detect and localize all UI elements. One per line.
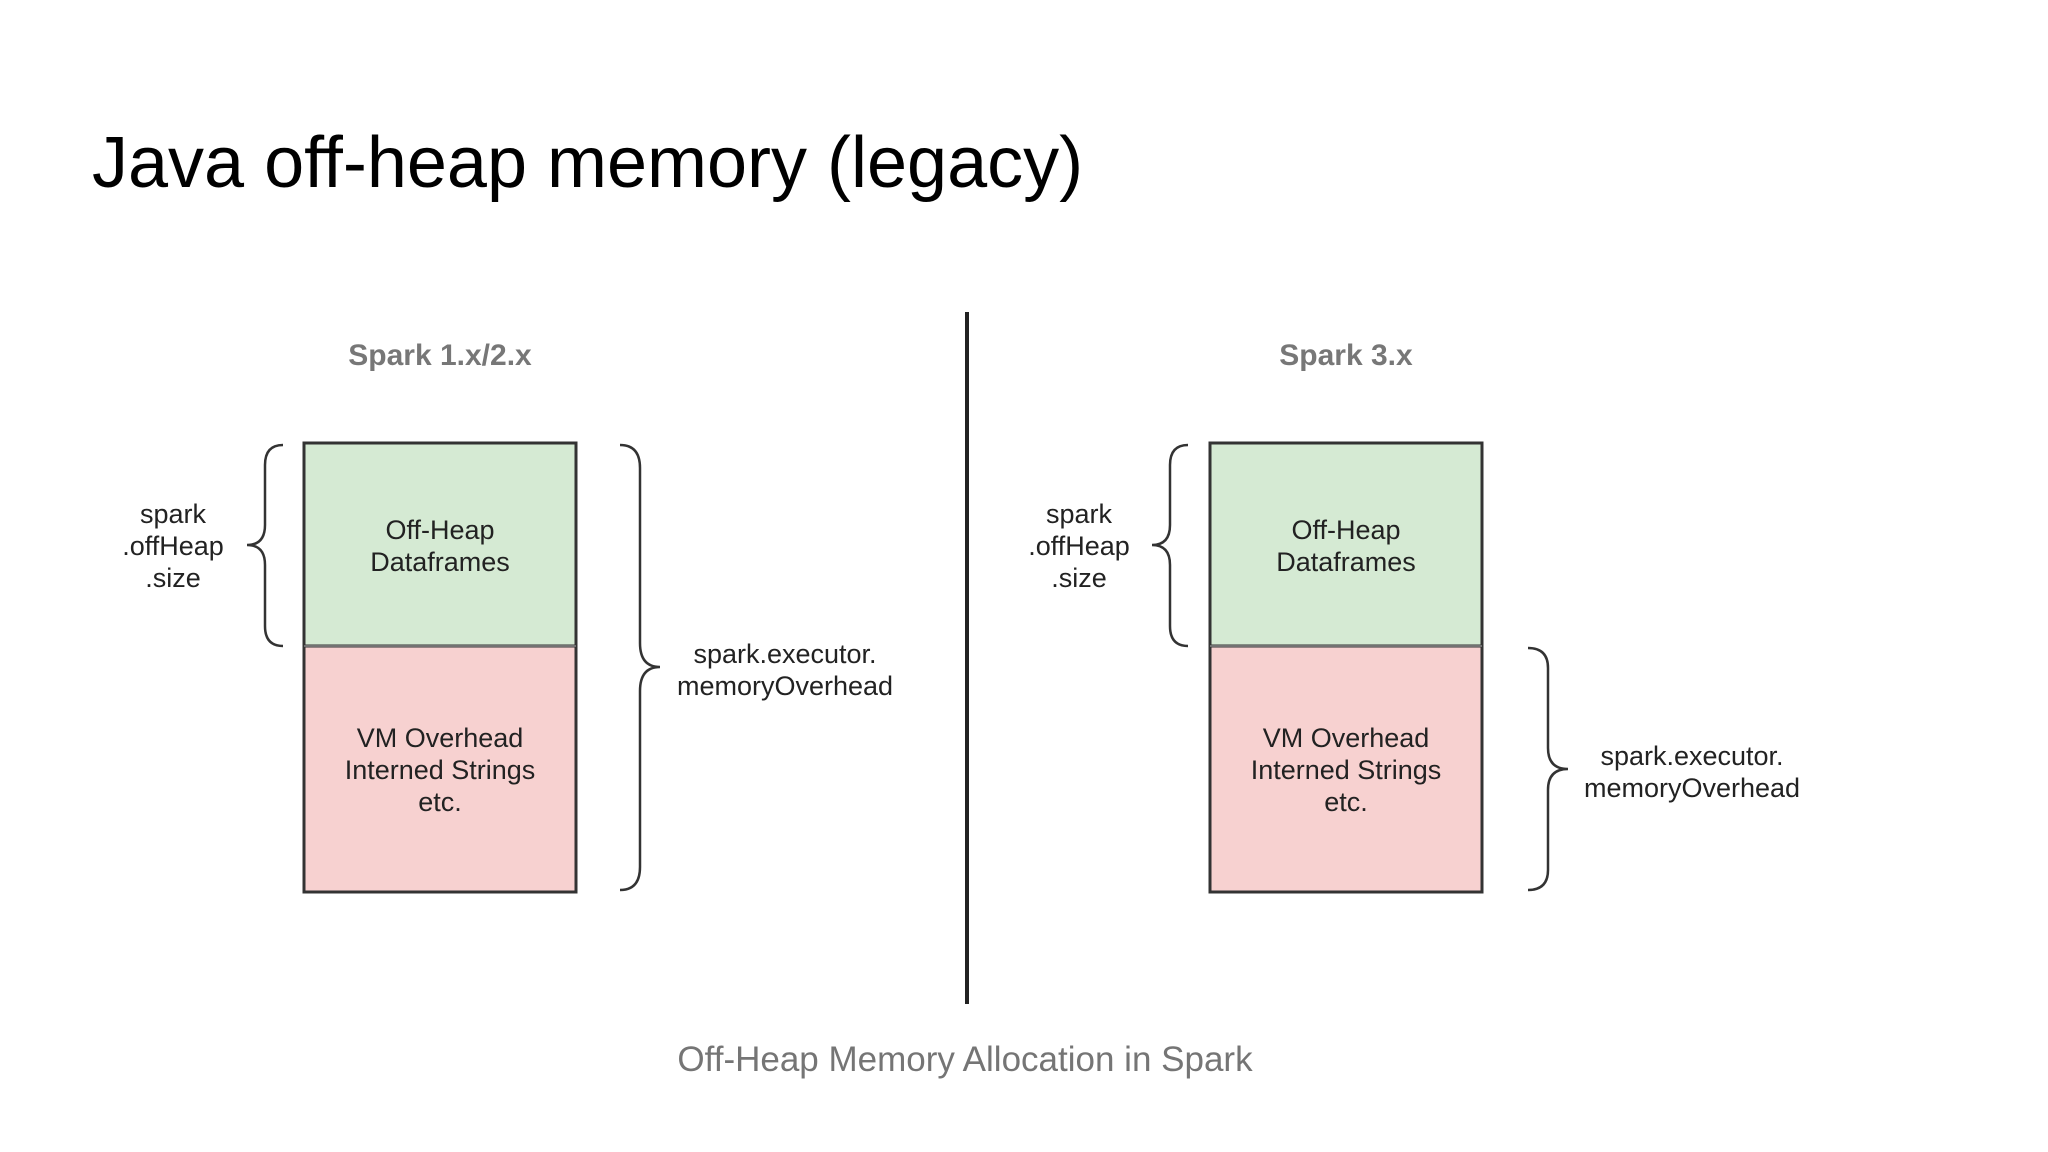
panel2-right-line-1: spark.executor. <box>1600 741 1784 771</box>
panel1-overhead-line-3: etc. <box>418 787 462 817</box>
panel1-left-line-1: spark <box>139 499 207 529</box>
panel2-left-brace <box>1151 443 1189 648</box>
slide-title: Java off-heap memory (legacy) <box>92 123 1084 203</box>
panel1-left-line-3: .size <box>145 563 201 593</box>
panel1-offheap-size-label: spark .offHeap .size <box>100 498 246 594</box>
panel1-overhead-line-1: VM Overhead <box>356 723 524 753</box>
panel2-memory-overhead-label: spark.executor. memoryOverhead <box>1572 740 1812 804</box>
panel2-offheap-line-1: Off-Heap <box>1291 515 1401 545</box>
panel2-overhead-line-1: VM Overhead <box>1262 723 1430 753</box>
panel2-overhead-label: VM Overhead Interned Strings etc. <box>1210 722 1482 818</box>
panel2-left-line-3: .size <box>1051 563 1107 593</box>
panel1-right-line-1: spark.executor. <box>693 639 877 669</box>
panel1-offheap-line-2: Dataframes <box>370 547 510 577</box>
panel1-offheap-box <box>302 441 578 648</box>
panel2-offheap-box <box>1208 441 1484 648</box>
diagram-caption: Off-Heap Memory Allocation in Spark <box>677 1040 1253 1079</box>
panel2-offheap-size-label: spark .offHeap .size <box>1006 498 1152 594</box>
panel2-left-line-2: .offHeap <box>1028 531 1130 561</box>
panel2-overhead-box <box>1208 644 1484 894</box>
panel1-right-line-2: memoryOverhead <box>676 671 894 701</box>
panel1-offheap-line-1: Off-Heap <box>385 515 495 545</box>
panel1-overhead-label: VM Overhead Interned Strings etc. <box>304 722 576 818</box>
panel2-left-line-1: spark <box>1045 499 1113 529</box>
panel2-title: Spark 3.x <box>1279 339 1413 372</box>
panel2-right-line-2: memoryOverhead <box>1583 773 1801 803</box>
panel2-offheap-label: Off-Heap Dataframes <box>1210 514 1482 578</box>
panel2-overhead-line-2: Interned Strings <box>1250 755 1442 785</box>
panel1-left-brace <box>246 443 284 648</box>
panel2-offheap-line-2: Dataframes <box>1276 547 1416 577</box>
panel1-memory-overhead-label: spark.executor. memoryOverhead <box>665 638 905 702</box>
panel1-title: Spark 1.x/2.x <box>348 339 532 372</box>
panel1-left-line-2: .offHeap <box>122 531 224 561</box>
panel1-right-brace <box>619 443 661 892</box>
panel2-overhead-line-3: etc. <box>1324 787 1368 817</box>
panel1-offheap-label: Off-Heap Dataframes <box>304 514 576 578</box>
panel1-overhead-line-2: Interned Strings <box>344 755 536 785</box>
panel2-right-brace <box>1527 646 1569 892</box>
